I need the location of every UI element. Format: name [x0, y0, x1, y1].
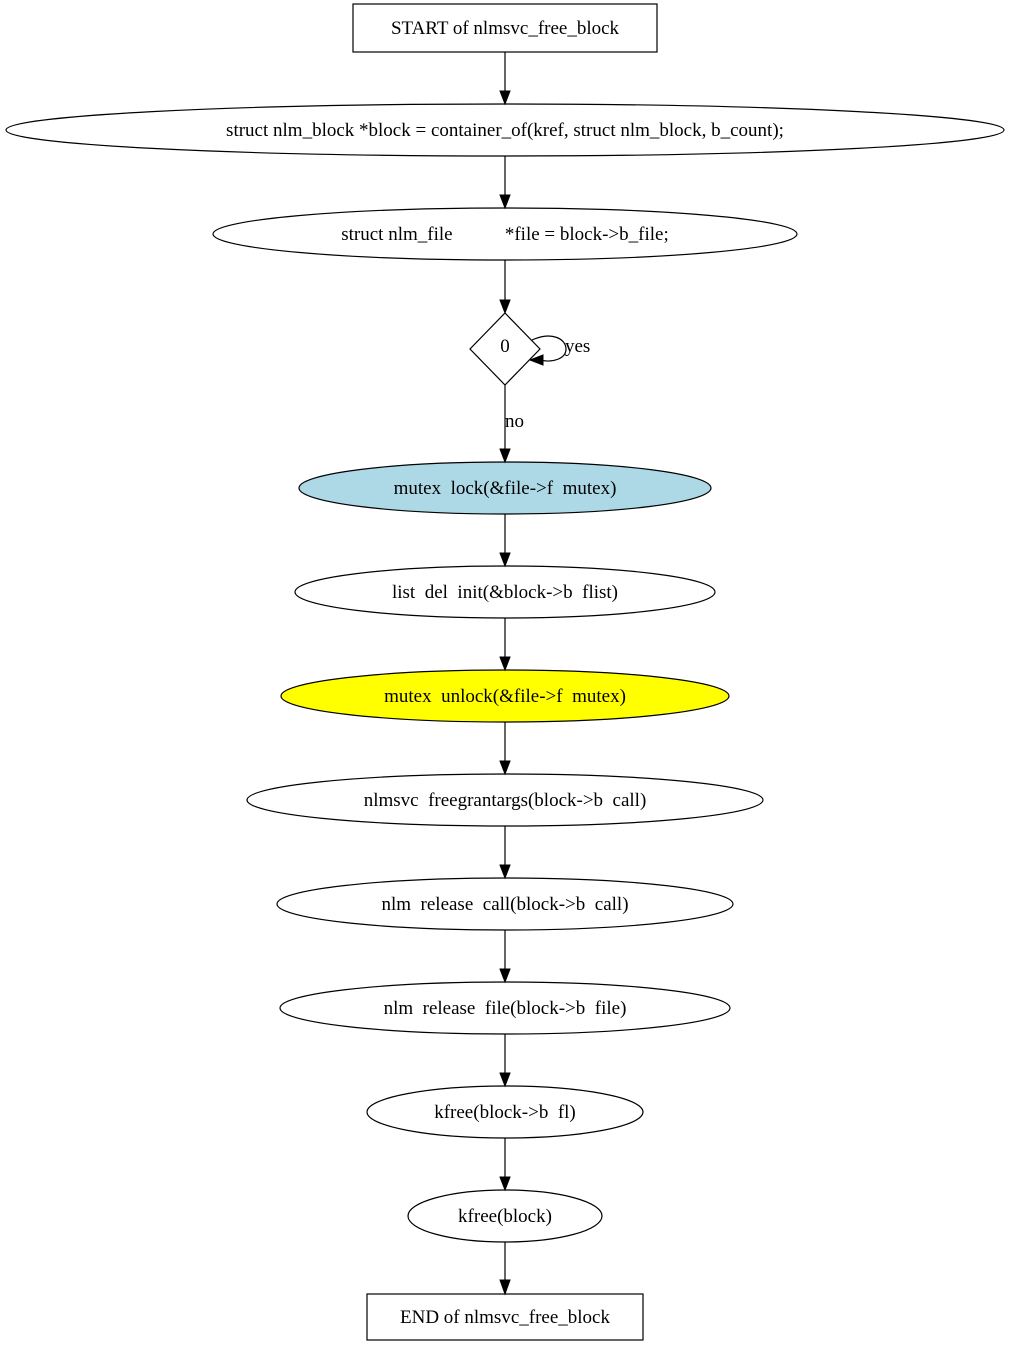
arrowhead	[499, 1279, 511, 1296]
start-label: START of nlmsvc_free_block	[391, 18, 620, 39]
arrowhead	[499, 968, 511, 984]
edge-start-to-container-of	[499, 52, 511, 106]
edge-kfree-fl-to-kfree-block	[499, 1138, 511, 1192]
edge-list-del-init-to-mutex-unlock	[499, 618, 511, 672]
edge-decision-no: no	[499, 385, 524, 464]
arrowhead	[499, 656, 511, 672]
arrowhead	[499, 194, 511, 210]
edge-decision-yes-loop: yes	[528, 335, 590, 366]
node-mutex-unlock: mutex unlock(&file->f mutex)	[280, 669, 730, 723]
kfree-block-label: kfree(block)	[458, 1206, 552, 1227]
arrowhead	[499, 760, 511, 776]
arrowhead	[499, 90, 511, 106]
release-file-label: nlm release file(block->b file)	[384, 998, 627, 1019]
node-decision: 0	[469, 312, 541, 386]
node-container-of: struct nlm_block *block = container_of(k…	[5, 103, 1005, 157]
node-list-del-init: list del init(&block->b flist)	[294, 565, 716, 619]
arrowhead	[499, 1072, 511, 1088]
arrowhead	[499, 864, 511, 880]
node-release-file: nlm release file(block->b file)	[279, 981, 731, 1035]
node-freegrantargs: nlmsvc freegrantargs(block->b call)	[246, 773, 764, 827]
edge-release-call-to-release-file	[499, 930, 511, 984]
kfree-fl-label: kfree(block->b fl)	[434, 1102, 576, 1123]
node-start: START of nlmsvc_free_block	[352, 3, 658, 53]
node-mutex-lock: mutex lock(&file->f mutex)	[298, 461, 712, 515]
start-box	[352, 3, 658, 53]
arrowhead	[499, 552, 511, 568]
edge-kfree-block-to-end	[499, 1242, 511, 1296]
list-del-init-label: list del init(&block->b flist)	[392, 582, 618, 603]
end-label: END of nlmsvc_free_block	[400, 1307, 610, 1328]
edge-release-file-to-kfree-fl	[499, 1034, 511, 1088]
node-kfree-fl: kfree(block->b fl)	[366, 1085, 644, 1139]
mutex-lock-label: mutex lock(&file->f mutex)	[394, 478, 617, 499]
freegrantargs-label: nlmsvc freegrantargs(block->b call)	[364, 790, 647, 811]
decision-label: 0	[500, 336, 510, 357]
edge-no-label: no	[505, 411, 524, 432]
arrowhead	[499, 1176, 511, 1192]
edge-container-of-to-file-assign	[499, 156, 511, 210]
edge-yes-label: yes	[565, 336, 590, 357]
release-call-label: nlm release call(block->b call)	[381, 894, 628, 915]
file-assign-label: struct nlm_file *file = block->b_file;	[341, 224, 668, 245]
node-kfree-block: kfree(block)	[407, 1189, 603, 1243]
arrowhead	[499, 299, 511, 315]
edge-mutex-unlock-to-freegrantargs	[499, 722, 511, 776]
node-file-assign: struct nlm_file *file = block->b_file;	[212, 207, 798, 261]
node-release-call: nlm release call(block->b call)	[276, 877, 734, 931]
container-of-label: struct nlm_block *block = container_of(k…	[226, 120, 784, 141]
arrowhead	[499, 448, 511, 464]
edge-mutex-lock-to-list-del-init	[499, 514, 511, 568]
arrowhead	[528, 354, 544, 366]
node-end: END of nlmsvc_free_block	[366, 1293, 644, 1341]
edge-freegrantargs-to-release-call	[499, 826, 511, 880]
edge-file-assign-to-decision	[499, 260, 511, 315]
mutex-unlock-label: mutex unlock(&file->f mutex)	[384, 686, 626, 707]
